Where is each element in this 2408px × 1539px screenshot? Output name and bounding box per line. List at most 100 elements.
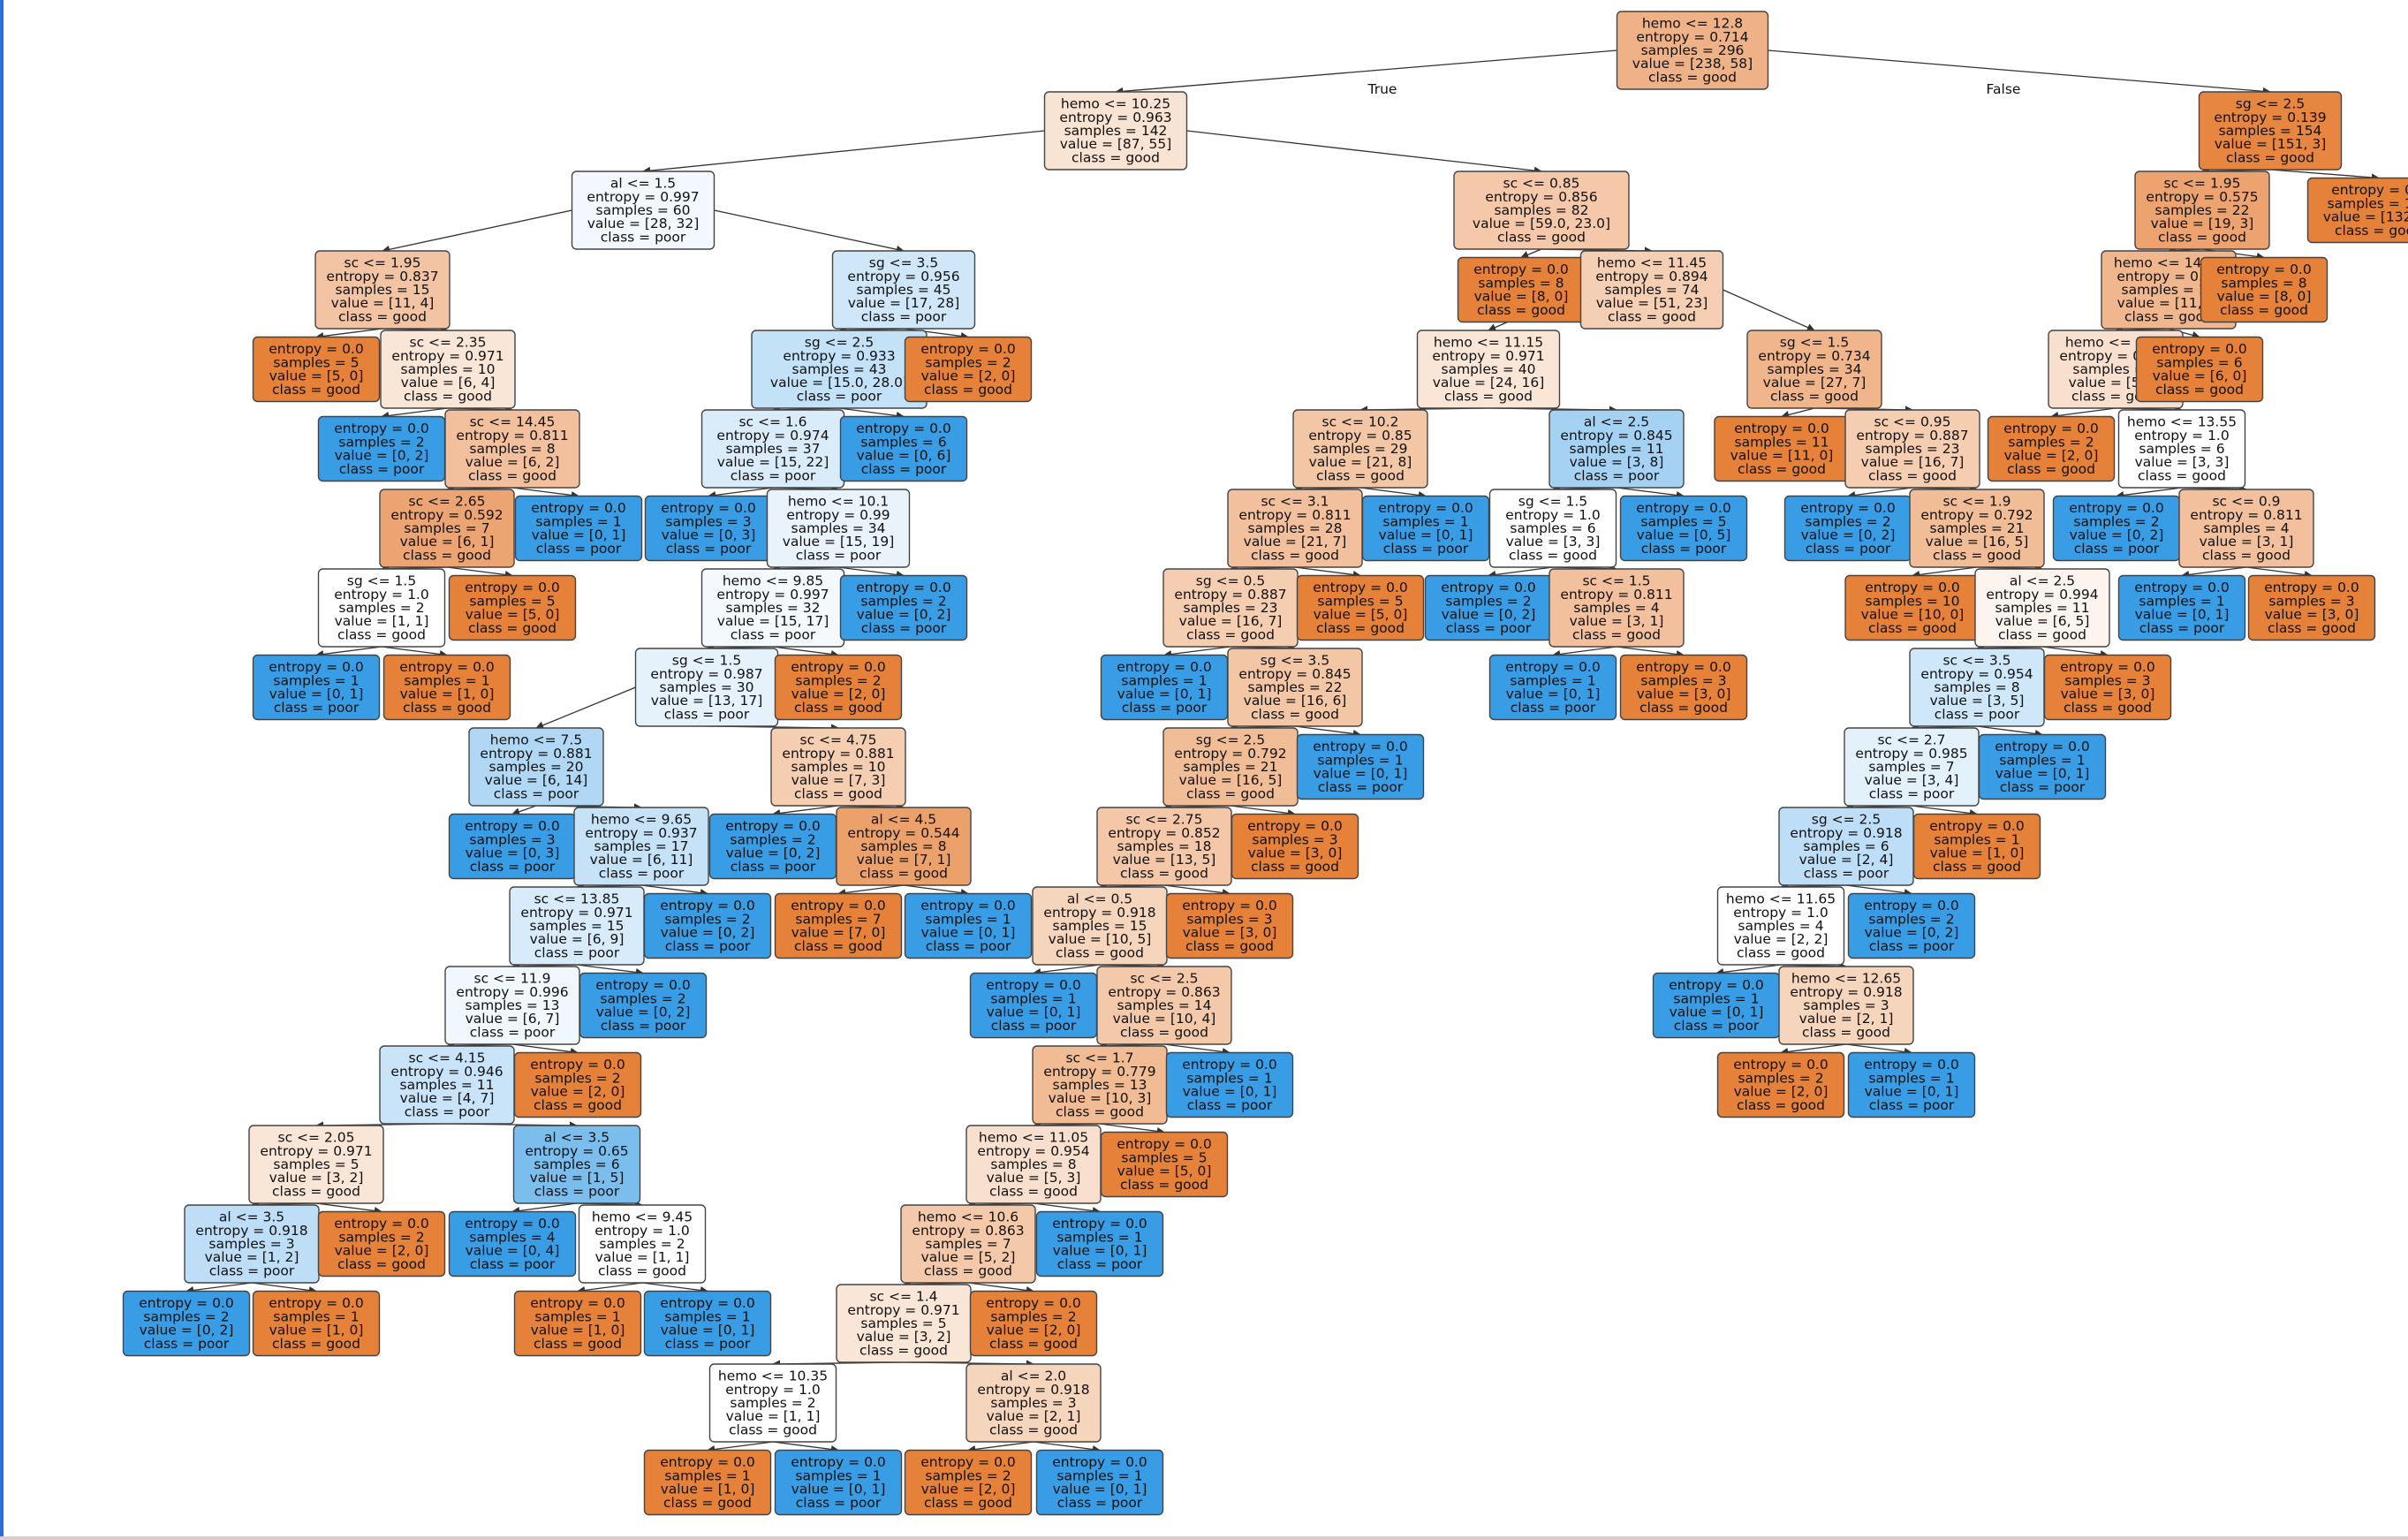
tree-node-box bbox=[1616, 11, 1769, 90]
tree-node-line: entropy = 0.65 bbox=[525, 1143, 628, 1159]
tree-node-line: value = [0, 2] bbox=[335, 448, 429, 464]
tree-node-line: samples = 2 bbox=[860, 593, 946, 609]
tree-node-line: class = good bbox=[1572, 626, 1661, 642]
tree-node-line: value = [0, 1] bbox=[1995, 766, 2090, 782]
tree-node-line: samples = 6 bbox=[1510, 520, 1595, 536]
tree-node-line: value = [0, 1] bbox=[987, 1005, 1081, 1020]
tree-node-line: value = [3, 5] bbox=[1930, 693, 2025, 709]
tree-node-line: value = [0, 3] bbox=[466, 845, 560, 861]
tree-edge bbox=[251, 1282, 317, 1294]
tree-edge bbox=[1186, 130, 1542, 175]
tree-node-line: class = good bbox=[1868, 467, 1957, 483]
tree-edge bbox=[315, 646, 382, 658]
tree-edge bbox=[837, 566, 905, 579]
tree-node-box bbox=[571, 171, 716, 250]
tree-node-box bbox=[1231, 813, 1359, 880]
tree-node-line: value = [11, 4] bbox=[331, 295, 435, 311]
tree-node-line: samples = 32 bbox=[726, 600, 821, 616]
tree-node-line: samples = 8 bbox=[990, 1156, 1076, 1172]
tree-node-line: sc <= 2.5 bbox=[1130, 971, 1198, 987]
tree-node-line: class = poor bbox=[1446, 620, 1532, 636]
tree-node-line: sc <= 2.05 bbox=[278, 1130, 355, 1146]
tree-node-line: value = [0, 1] bbox=[1053, 1243, 1147, 1259]
tree-node-line: samples = 5 bbox=[273, 1156, 359, 1172]
tree-node-box bbox=[2134, 171, 2270, 250]
tree-node-line: samples = 1 bbox=[273, 1308, 359, 1324]
tree-node-line: class = poor bbox=[926, 938, 1011, 954]
tree-node-line: sg <= 2.5 bbox=[2236, 96, 2305, 112]
tree-node-line: samples = 17 bbox=[594, 838, 689, 854]
tree-node-line: value = [3, 1] bbox=[2200, 534, 2294, 550]
tree-node-box bbox=[836, 807, 972, 886]
tree-node-box bbox=[252, 654, 381, 721]
tree-node-line: entropy = 0.0 bbox=[791, 659, 885, 675]
tree-node-line: sc <= 2.75 bbox=[1126, 812, 1203, 828]
tree-node-line: value = [0, 2] bbox=[726, 845, 821, 861]
tree-node-line: value = [5, 0] bbox=[1117, 1164, 1212, 1179]
tree-node-line: class = poor bbox=[796, 547, 882, 563]
tree-node-line: hemo <= 10.35 bbox=[718, 1368, 828, 1384]
tree-node-line: entropy = 0.0 bbox=[1473, 262, 1568, 277]
tree-node-box bbox=[774, 654, 903, 721]
tree-edge bbox=[1115, 49, 1617, 95]
tree-node-box bbox=[1974, 568, 2110, 648]
tree-node-line: class = poor bbox=[494, 785, 579, 801]
tree-node-box bbox=[708, 1363, 837, 1443]
tree-node-line: samples = 1 bbox=[535, 513, 621, 529]
tree-node-line: value = [24, 16] bbox=[1433, 375, 1545, 390]
tree-node-line: al <= 3.5 bbox=[219, 1209, 284, 1225]
tree-node-line: entropy = 0.0 bbox=[856, 580, 950, 595]
tree-node-line: value = [132, 0] bbox=[2323, 209, 2408, 225]
tree-node-box bbox=[314, 250, 451, 330]
tree-node-line: samples = 14 bbox=[2122, 282, 2216, 298]
tree-node-line: samples = 2 bbox=[664, 911, 750, 927]
tree-node-line: samples = 1 bbox=[664, 1467, 750, 1483]
tree-node-line: entropy = 0.0 bbox=[530, 1057, 625, 1073]
tree-node-box bbox=[1844, 409, 1980, 489]
tree-node-line: class = poor bbox=[1574, 467, 1660, 483]
tree-node-line: value = [3, 4] bbox=[1865, 772, 1959, 788]
tree-node-line: class = poor bbox=[599, 865, 685, 881]
tree-node-line: class = poor bbox=[601, 229, 686, 245]
tree-node-line: class = good bbox=[924, 1495, 1012, 1511]
tree-node-line: class = good bbox=[989, 1336, 1078, 1352]
tree-node-line: class = poor bbox=[1511, 700, 1596, 716]
tree-node-line: value = [16, 5] bbox=[1179, 772, 1283, 788]
tree-node-line: sc <= 11.9 bbox=[474, 971, 551, 987]
tree-node-box bbox=[643, 892, 772, 959]
tree-node-line: entropy = 0.994 bbox=[1986, 587, 2098, 603]
tree-node-line: sc <= 4.15 bbox=[409, 1050, 486, 1066]
tree-node-line: hemo <= 10.1 bbox=[788, 494, 889, 510]
tree-node-line: al <= 3.5 bbox=[544, 1130, 610, 1146]
tree-node-line: value = [27, 7] bbox=[1763, 375, 1867, 390]
tree-node-line: sg <= 2.5 bbox=[1196, 732, 1265, 748]
tree-node-line: value = [15, 17] bbox=[717, 613, 829, 629]
tree-node-box bbox=[1847, 1051, 1976, 1118]
tree-node-line: value = [3, 3] bbox=[1506, 534, 1601, 550]
tree-node-box bbox=[2043, 654, 2172, 721]
tree-node-line: samples = 3 bbox=[990, 1395, 1076, 1411]
tree-edge bbox=[967, 1441, 1034, 1453]
tree-edge bbox=[1033, 964, 1101, 976]
tree-node-line: value = [1, 0] bbox=[1930, 845, 2025, 861]
tree-node-line: entropy = 0.0 bbox=[2069, 500, 2163, 516]
tree-node-line: value = [15, 19] bbox=[783, 534, 895, 550]
tree-node-line: al <= 2.0 bbox=[1001, 1368, 1066, 1384]
tree-node-box bbox=[900, 1204, 1036, 1284]
tree-node-line: samples = 2 bbox=[2073, 513, 2159, 529]
tree-node-line: class = poor bbox=[861, 620, 947, 636]
